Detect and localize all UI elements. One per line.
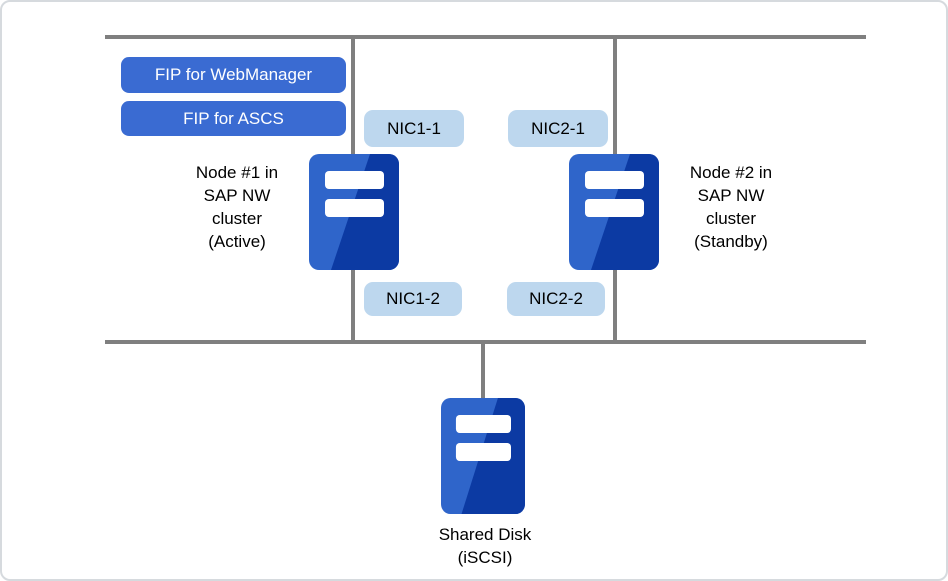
caption-line: Node #1 in bbox=[195, 163, 279, 182]
network-line-bottom bbox=[105, 340, 866, 344]
node1-caption: Node #1 in SAP NW cluster (Active) bbox=[157, 161, 317, 253]
nic1-2-label: NIC1-2 bbox=[386, 289, 440, 308]
network-line-top bbox=[105, 35, 866, 39]
shared-disk-connector-line bbox=[481, 340, 485, 400]
caption-line: SAP NW bbox=[697, 186, 765, 205]
fip-ascs-label: FIP for ASCS bbox=[183, 108, 284, 128]
nic2-1-badge: NIC2-1 bbox=[508, 110, 608, 147]
nic1-1-badge: NIC1-1 bbox=[364, 110, 464, 147]
node2-server-icon bbox=[569, 154, 659, 270]
shared-disk-icon bbox=[441, 398, 525, 514]
nic2-1-label: NIC2-1 bbox=[531, 118, 585, 138]
caption-line: cluster bbox=[705, 209, 757, 228]
caption-line: cluster bbox=[211, 209, 263, 228]
caption-line: Node #2 in bbox=[689, 163, 773, 182]
fip-webmanager-label: FIP for WebManager bbox=[154, 65, 313, 84]
caption-line: (iSCSI) bbox=[457, 548, 513, 567]
shared-disk-caption: Shared Disk (iSCSI) bbox=[405, 523, 565, 569]
nic2-2-badge: NIC2-2 bbox=[507, 282, 605, 316]
caption-line: (Active) bbox=[208, 232, 266, 251]
nic1-1-label: NIC1-1 bbox=[387, 118, 441, 138]
caption-line: Shared Disk bbox=[438, 525, 532, 544]
node2-caption: Node #2 in SAP NW cluster (Standby) bbox=[651, 161, 811, 253]
fip-webmanager-badge: FIP for WebManager bbox=[121, 57, 346, 93]
fip-ascs-badge: FIP for ASCS bbox=[121, 101, 346, 136]
nic2-2-label: NIC2-2 bbox=[529, 289, 583, 308]
caption-line: (Standby) bbox=[694, 232, 768, 251]
caption-line: SAP NW bbox=[203, 186, 271, 205]
node1-server-icon bbox=[309, 154, 399, 270]
nic1-2-badge: NIC1-2 bbox=[364, 282, 462, 316]
